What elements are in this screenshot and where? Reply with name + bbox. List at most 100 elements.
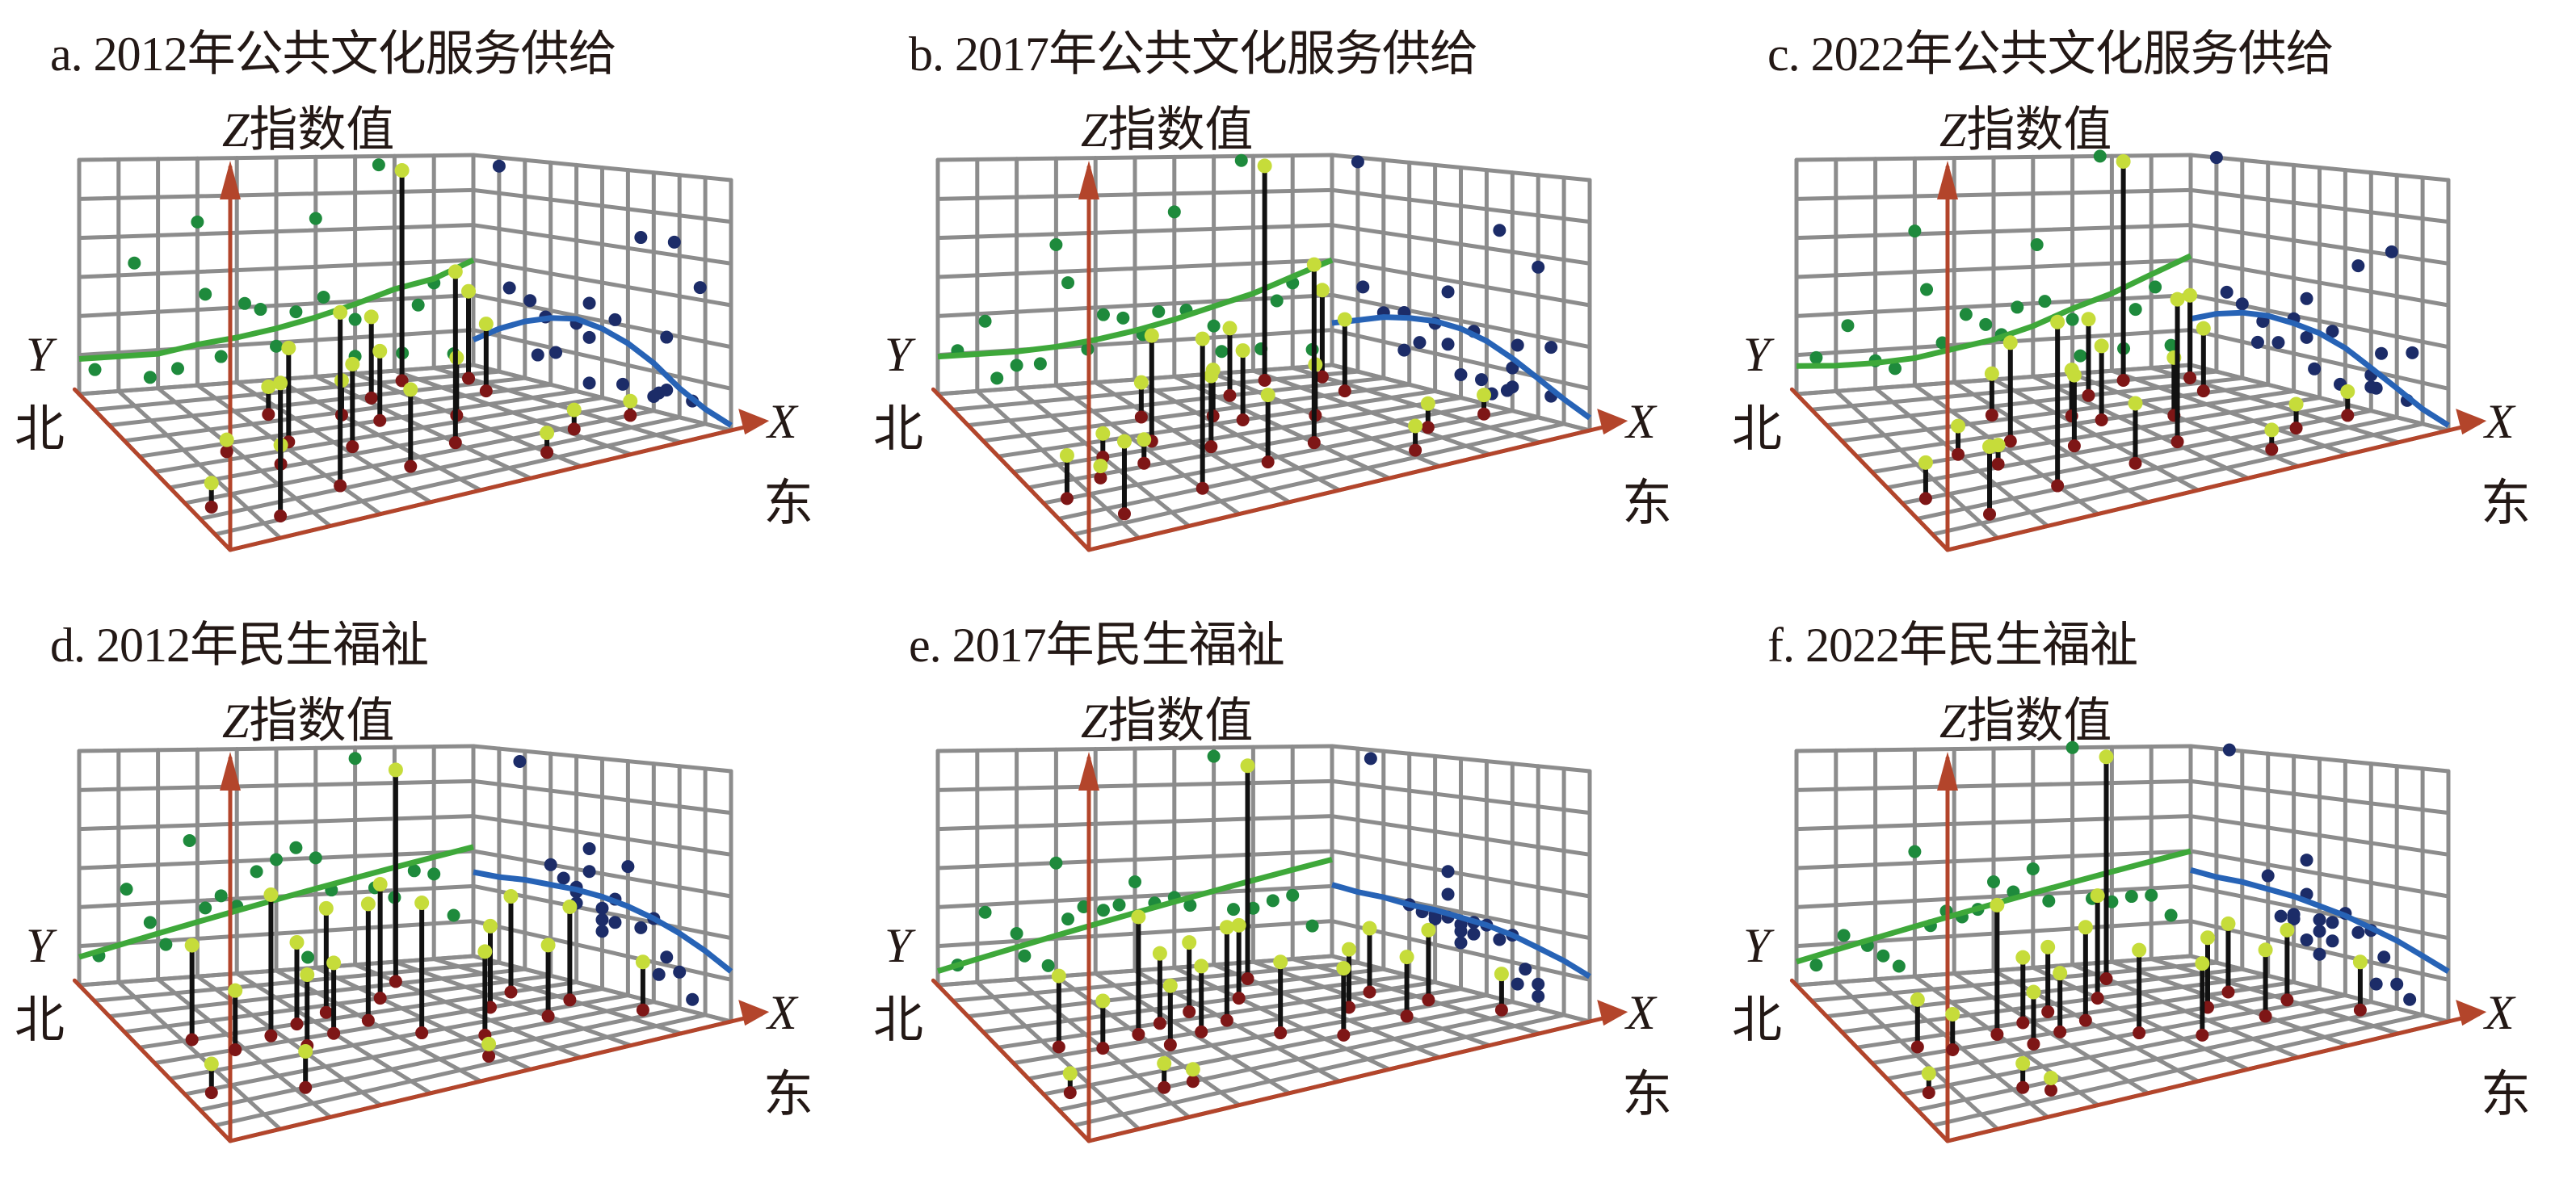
blue-projection-point <box>667 235 681 249</box>
wall-grid-line <box>1794 778 2193 792</box>
blue-projection-point <box>1532 260 1545 274</box>
pole-base-point <box>364 391 378 405</box>
pole-base-point <box>540 446 554 459</box>
green-projection-point <box>2065 313 2079 326</box>
floor-grid-line <box>951 369 1360 412</box>
green-projection-point <box>348 313 362 326</box>
green-projection-point <box>1266 894 1280 908</box>
pole-base-point <box>1195 1025 1208 1038</box>
pole-top-point <box>2280 922 2295 938</box>
blue-projection-point <box>2209 151 2223 165</box>
pole-base-point <box>185 1033 199 1047</box>
chart-panel: d. 2012年民生福祉 Z指数值 Y 北 X 东 <box>0 591 859 1182</box>
blue-projection-point <box>1511 977 1524 991</box>
floor-grid-line <box>1809 960 2219 1003</box>
floor-grid-line <box>137 980 579 1050</box>
x-axis-arrow-icon <box>738 1000 770 1026</box>
blue-projection-point <box>621 860 635 874</box>
pole-top-point <box>333 304 348 320</box>
wall-grid-line <box>471 814 733 857</box>
floor-grid-line <box>431 957 683 1036</box>
pole-top-point <box>1921 1066 1936 1081</box>
pole-top-point <box>2288 396 2304 412</box>
east-label: 东 <box>763 1068 814 1122</box>
green-projection-point <box>88 363 102 376</box>
green-projection-point <box>2124 890 2138 904</box>
wall-grid-line <box>1794 849 2193 870</box>
x-axis <box>228 421 763 552</box>
z-axis-arrow-icon <box>1937 752 1958 791</box>
pole-top-point <box>540 938 556 953</box>
blue-projection-point <box>1413 336 1427 350</box>
pole-top-point <box>289 934 305 950</box>
blue-projection-point <box>582 296 596 310</box>
pole-base-point <box>636 1003 649 1017</box>
floor-grid-line <box>1290 366 1542 445</box>
pole-top-point <box>1257 158 1272 174</box>
blue-projection-point <box>1397 343 1411 357</box>
pole-base-point <box>2341 409 2355 422</box>
pole-base-point <box>567 422 581 436</box>
x-axis-arrow-icon <box>1597 1000 1628 1026</box>
green-projection-point <box>214 350 228 363</box>
green-projection-point <box>1152 304 1166 318</box>
pole-base-point <box>1052 1040 1065 1054</box>
pole-top-point <box>540 426 555 441</box>
blue-projection-point <box>2313 947 2326 961</box>
y-axis-label: Y <box>885 328 912 381</box>
pole-top-point <box>503 889 519 904</box>
green-projection-point <box>143 916 157 929</box>
pole-top-point <box>326 955 342 971</box>
blue-projection-point <box>2300 330 2313 344</box>
z-axis-arrow-icon <box>220 161 241 199</box>
green-projection-point <box>1096 904 1110 917</box>
green-projection-point <box>214 889 228 903</box>
blue-projection-point <box>2235 297 2249 311</box>
blue-projection-point <box>2313 913 2326 926</box>
pole-base-point <box>2003 434 2017 448</box>
east-label: 东 <box>2481 1068 2532 1122</box>
blue-projection-point <box>1500 384 1514 397</box>
green-projection-point <box>289 841 303 854</box>
wall-grid-line <box>935 153 1334 162</box>
floor-grid-line <box>1855 980 2297 1050</box>
pole-top-point <box>566 402 582 417</box>
blue-projection-point <box>2300 933 2313 946</box>
pole-base-point <box>1060 492 1074 506</box>
pole-top-point <box>2050 314 2065 329</box>
wall-grid-line <box>935 814 1334 832</box>
pole-base-point <box>319 1005 333 1019</box>
pole-top-point <box>298 1044 313 1059</box>
blue-projection-point <box>1356 280 1370 294</box>
blue-projection-point <box>2403 992 2417 1006</box>
pole-base-point <box>334 479 347 493</box>
blue-projection-point <box>608 916 622 929</box>
blue-projection-point <box>1441 338 1455 351</box>
floor-grid-line <box>1290 957 1542 1036</box>
pole-top-point <box>1336 961 1351 976</box>
green-projection-point <box>1876 949 1890 963</box>
blue-projection-point <box>1493 224 1507 237</box>
pole-top-point <box>261 379 276 394</box>
wall-grid-line <box>1794 814 2193 832</box>
pole-top-point <box>1918 455 1933 470</box>
green-projection-point <box>1096 308 1110 321</box>
trend-plot-3d <box>931 744 1628 1143</box>
y-axis <box>931 978 1091 1143</box>
pole-base-point <box>1990 1027 2004 1041</box>
trend-plot-3d <box>931 153 1628 552</box>
north-label: 北 <box>1732 402 1783 457</box>
pole-top-point <box>1219 920 1234 935</box>
blue-projection-point <box>1454 925 1468 938</box>
y-axis-label: Y <box>1743 919 1771 972</box>
floor-grid-line <box>1809 369 2219 412</box>
x-axis <box>1086 421 1622 552</box>
blue-projection-point <box>1441 285 1455 299</box>
pole-top-point <box>363 309 379 325</box>
green-projection-point <box>1889 362 1902 375</box>
green-projection-point <box>2093 149 2107 163</box>
green-projection-point <box>348 752 362 766</box>
blue-projection-point <box>1519 963 1532 976</box>
floor-grid-line <box>471 954 733 1024</box>
pole-top-point <box>1235 343 1250 359</box>
